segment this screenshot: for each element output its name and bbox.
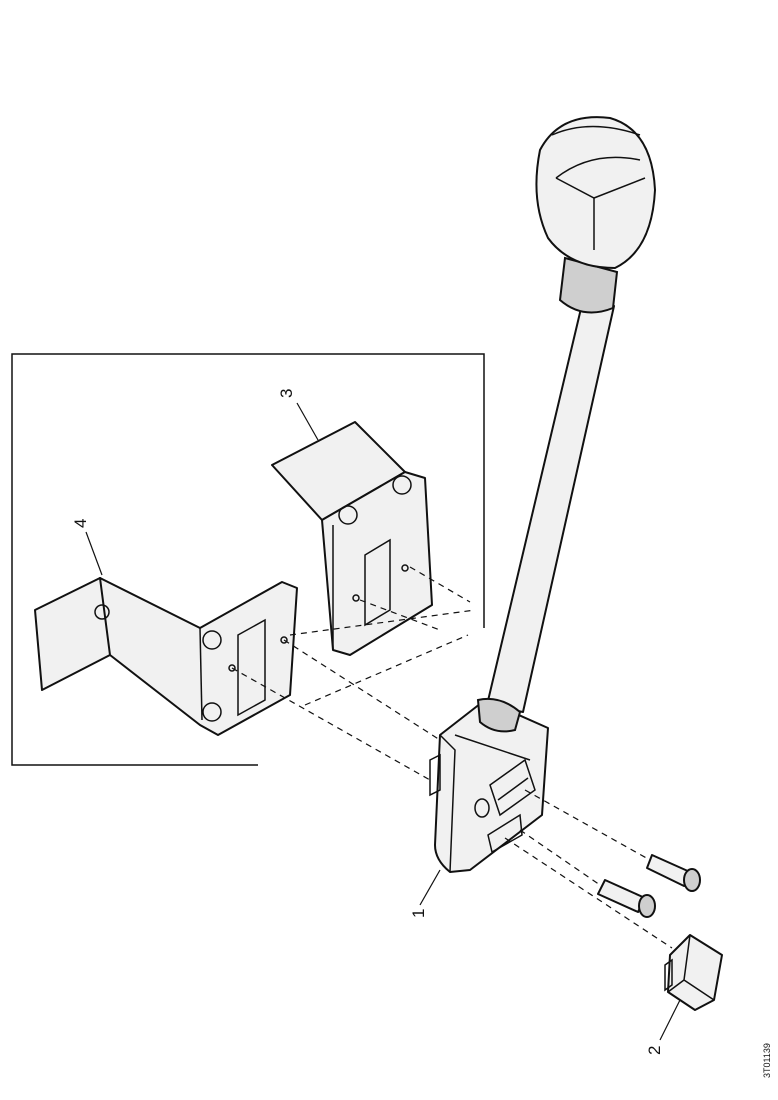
callout-1: 1 <box>409 909 428 918</box>
lever-arm-assembly <box>429 116 656 873</box>
bolt-lower <box>597 879 656 918</box>
callout-4: 4 <box>71 519 90 528</box>
callout-3: 3 <box>277 389 296 398</box>
bracket-3 <box>271 421 433 656</box>
bolt-upper <box>646 854 701 892</box>
inset-frame <box>11 353 485 766</box>
leader-lines <box>85 402 681 1041</box>
callout-2: 2 <box>645 1046 664 1055</box>
bracket-4 <box>34 577 298 736</box>
connector-plug <box>664 934 723 1011</box>
document-reference: 3T01139 <box>762 1043 772 1078</box>
assembly-lines <box>231 566 673 949</box>
